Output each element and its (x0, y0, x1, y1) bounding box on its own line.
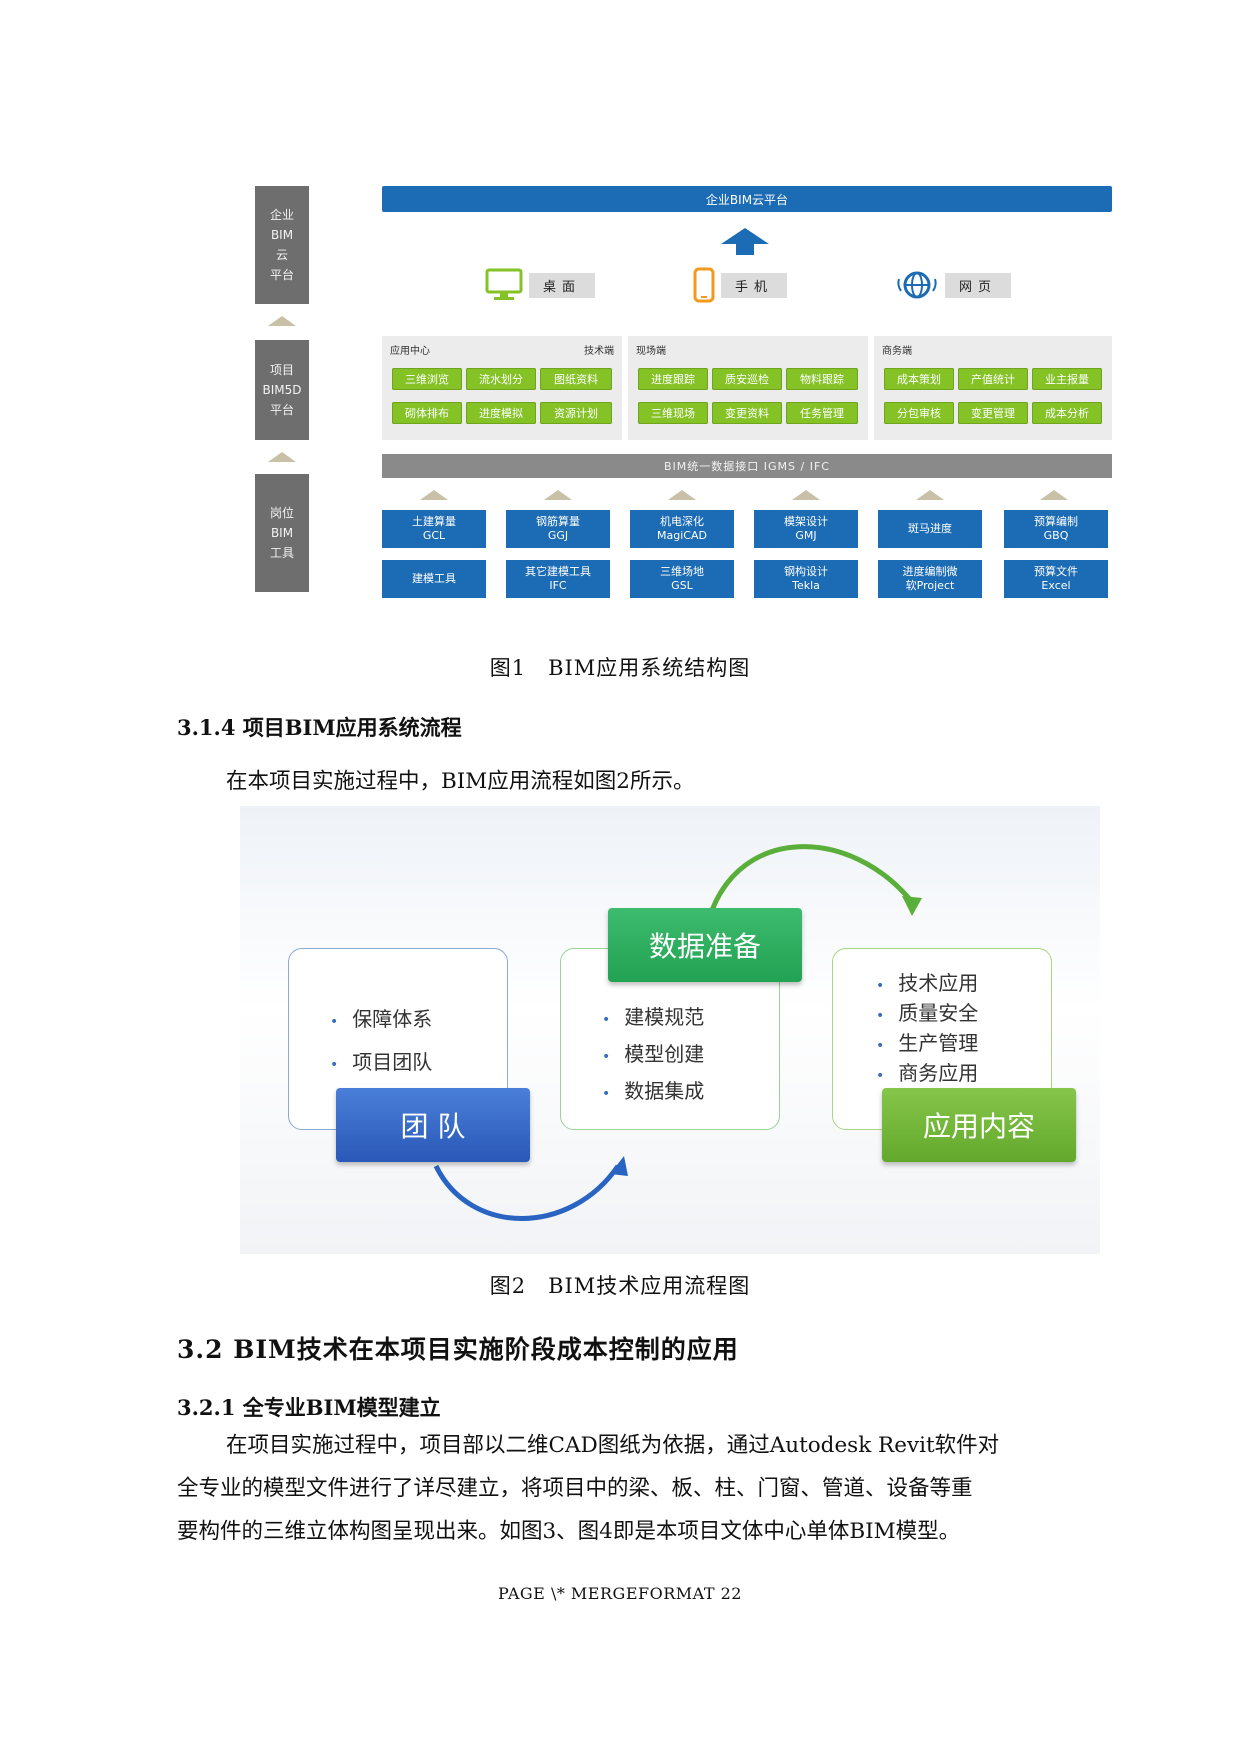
panel-app-center: 应用中心技术端 三维浏览 流水划分 图纸资料 砌体排布 进度模拟 资源计划 (382, 336, 622, 440)
tool-arrow-icon (668, 490, 696, 500)
upload-arrow-icon (721, 228, 769, 244)
panel-item: 质安巡检 (712, 368, 782, 390)
monitor-icon (485, 268, 523, 300)
data-bullets: •建模规范 •模型创建 •数据集成 (602, 1005, 705, 1103)
panel-item: 进度跟踪 (638, 368, 708, 390)
panel-item: 成本策划 (884, 368, 954, 390)
phone-icon (693, 267, 715, 303)
section-heading-3-2-1: 3.2.1 全专业BIM模型建立 (177, 1395, 441, 1420)
panel-business: 商务端 成本策划 产值统计 业主报量 分包审核 变更管理 成本分析 (874, 336, 1112, 440)
panel-item: 三维浏览 (392, 368, 462, 390)
panel-item: 流水划分 (466, 368, 536, 390)
team-bullets: •保障体系 •项目团队 (330, 1007, 433, 1074)
arrow-head-icon (610, 1156, 628, 1176)
paragraph-body: 在项目实施过程中，项目部以二维CAD图纸为依据，通过Autodesk Revit… (177, 1433, 1000, 1544)
device-web: 网页 (895, 268, 1012, 302)
panel-item: 分包审核 (884, 402, 954, 424)
tool-box: 建模工具 (382, 560, 486, 598)
panel-item: 图纸资料 (540, 368, 612, 390)
flow-arrows (433, 844, 922, 1221)
tool-arrow-icon (916, 490, 944, 500)
tool-arrow-icon (1040, 490, 1068, 500)
data-tag: 数据准备 (608, 908, 802, 982)
figure1-caption: 图1 BIM应用系统结构图 (489, 656, 751, 680)
enterprise-bim-cloud-bar: 企业BIM云平台 (382, 186, 1112, 212)
arrow-head-icon (902, 896, 922, 916)
paragraph-intro: 在本项目实施过程中，BIM应用流程如图2所示。 (226, 769, 695, 794)
panel-item: 物料跟踪 (786, 368, 858, 390)
page-footer: PAGE \* MERGEFORMAT 22 (498, 1584, 742, 1603)
section-heading-3-2: 3.2 BIM技术在本项目实施阶段成本控制的应用 (177, 1335, 739, 1364)
panel-item: 成本分析 (1032, 402, 1102, 424)
panel-site: 现场端 进度跟踪 质安巡检 物料跟踪 三维现场 变更资料 任务管理 (628, 336, 868, 440)
panel-item: 业主报量 (1032, 368, 1102, 390)
section-heading-3-1-4: 3.1.4 项目BIM应用系统流程 (177, 715, 462, 740)
app-bullets: •技术应用 •质量安全 •生产管理 •商务应用 (876, 971, 979, 1085)
device-mobile: 手机 (693, 267, 788, 303)
tier-arrow-icon (268, 316, 296, 326)
panel-item: 变更资料 (712, 402, 782, 424)
app-tag: 应用内容 (882, 1088, 1076, 1162)
panel-item: 资源计划 (540, 402, 612, 424)
tier-arrow-icon (268, 452, 296, 462)
panel-item: 产值统计 (958, 368, 1028, 390)
panel-item: 任务管理 (786, 402, 858, 424)
tool-box: 斑马进度 (878, 510, 982, 548)
panel-item: 砌体排布 (392, 402, 462, 424)
team-tag: 团 队 (336, 1088, 530, 1162)
bim-application-flow-figure: •保障体系 •项目团队 团 队 数据准备 •建模规范 •模型创建 •数据集成 •… (240, 806, 1100, 1254)
panel-item: 三维现场 (638, 402, 708, 424)
panel-item: 进度模拟 (466, 402, 536, 424)
data-interface-bar: BIM统一数据接口 IGMS / IFC (382, 454, 1112, 478)
tool-arrow-icon (792, 490, 820, 500)
figure2-caption: 图2 BIM技术应用流程图 (489, 1274, 751, 1298)
tool-box: 进度编制微软Project (878, 560, 982, 598)
tool-arrow-icon (420, 490, 448, 500)
device-desktop: 桌面 (485, 268, 596, 302)
tool-arrow-icon (544, 490, 572, 500)
globe-icon (897, 271, 937, 299)
panel-item: 变更管理 (958, 402, 1028, 424)
